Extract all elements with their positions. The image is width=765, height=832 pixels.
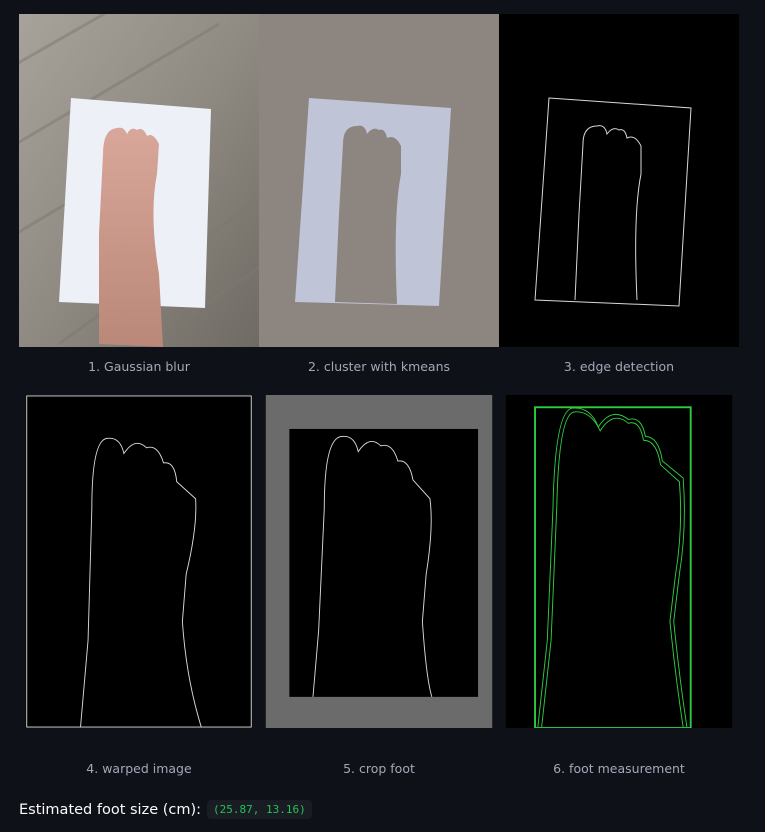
warped-image <box>19 395 259 728</box>
foot-size-result: Estimated foot size (cm): (25.87, 13.16) <box>19 800 312 819</box>
step-caption: 3. edge detection <box>563 359 675 374</box>
step-caption: 4. warped image <box>86 761 192 776</box>
edge-detection-image <box>499 14 739 347</box>
gaussian-blur-image <box>19 14 259 347</box>
kmeans-cluster-image <box>259 14 499 347</box>
result-label: Estimated foot size (cm): <box>19 801 202 818</box>
crop-foot-image <box>259 395 499 728</box>
step-caption: 2. cluster with kmeans <box>307 359 451 374</box>
step-caption: 1. Gaussian blur <box>88 359 190 374</box>
step-caption: 5. crop foot <box>343 761 415 776</box>
foot-measurement-image <box>499 395 739 728</box>
result-value: (25.87, 13.16) <box>207 800 312 819</box>
step-caption: 6. foot measurement <box>553 761 685 776</box>
